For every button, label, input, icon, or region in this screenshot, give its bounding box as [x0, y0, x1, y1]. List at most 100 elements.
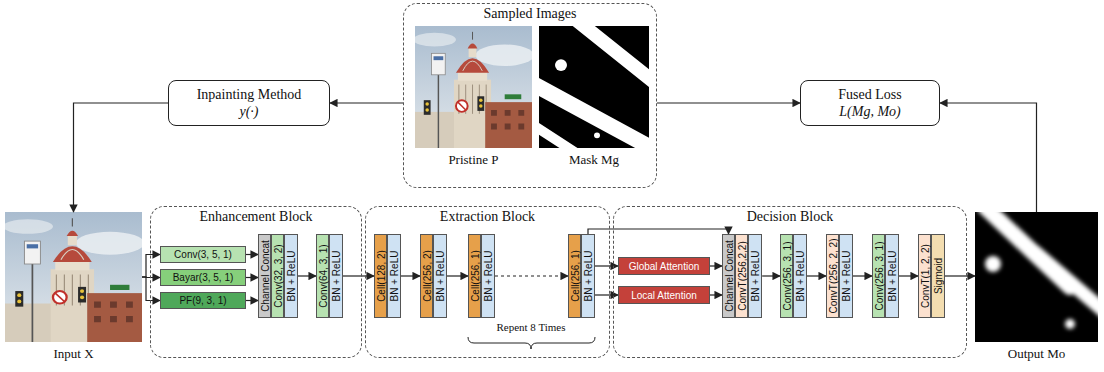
block-title: Extraction Block [366, 209, 609, 225]
node-label: Bayar(3, 5, 1) [173, 272, 234, 283]
node-label: Cell(256, 2) [421, 250, 432, 302]
norm-box: BN + ReLU [748, 234, 762, 318]
connector-arrow [298, 275, 316, 276]
connector-arrow [657, 102, 800, 103]
node-label: BN + ReLU [583, 251, 594, 302]
block-title: Enhancement Block [151, 209, 361, 225]
process-box: Fused LossL(Mg, Mo) [800, 80, 940, 126]
node-label: BN + ReLU [841, 251, 852, 302]
node-label: Channel Concat [723, 240, 734, 312]
node-label: BN + ReLU [331, 251, 342, 302]
conv-box: Conv(256, 3, 1) [872, 234, 885, 318]
connector-arrow [853, 275, 872, 276]
connector-arrow [142, 255, 160, 278]
node-label: Conv(3, 5, 1) [174, 249, 232, 260]
node-label: Conv(64, 3, 1) [317, 244, 328, 307]
node-label: Cell(128, 2) [375, 250, 386, 302]
layer-box: Conv(3, 5, 1) [160, 246, 246, 263]
block-panel: Extraction BlockCell(128, 2)BN + ReLUCel… [365, 206, 610, 358]
attention-box: Global Attention [618, 257, 710, 275]
concat-box: Channel Concat [258, 234, 271, 318]
norm-box: BN + ReLU [581, 234, 595, 318]
node-label: Channel Concat [259, 240, 270, 312]
process-box: Inpainting Methody(·) [168, 80, 330, 126]
node-label: Conv(256, 3, 1) [781, 242, 792, 311]
node-label: PF(9, 3, 1) [179, 295, 226, 306]
connector-arrow [595, 265, 618, 266]
norm-box: BN + ReLU [284, 234, 298, 318]
connector-arrow [495, 275, 568, 276]
node-label: ConvT(1, 2, 2) [919, 244, 930, 308]
node-label: BN + ReLU [435, 251, 446, 302]
deconv-box: ConvT(256, 2, 2) [826, 234, 839, 318]
image-panel: Output Mo [975, 212, 1098, 342]
node-label: Cell(256, 1) [569, 250, 580, 302]
norm-box: BN + ReLU [793, 234, 807, 318]
connector-arrow [246, 277, 258, 278]
node-label: BN + ReLU [795, 251, 806, 302]
node-label: Fused Loss [838, 86, 901, 104]
node-label: y(·) [239, 103, 258, 121]
node-label: Local Attention [631, 290, 697, 301]
node-label: ConvT(256,2,2) [736, 241, 747, 310]
connector-arrow [74, 103, 169, 212]
mask-image [531, 18, 657, 155]
activation-box: Sigmoid [931, 234, 945, 318]
image-caption: Input X [53, 346, 93, 362]
connector-arrow [807, 275, 826, 276]
deconv-box: ConvT(256,2,2) [735, 234, 748, 318]
conv-box: Conv(64, 3, 1) [316, 234, 329, 318]
connector-arrow [401, 275, 420, 276]
cell-box: Cell(256, 1) [568, 234, 581, 318]
norm-box: BN + ReLU [329, 234, 343, 318]
block-title: Decision Block [614, 209, 966, 225]
group-panel: Sampled ImagesPristine PMask Mg [403, 3, 657, 188]
layer-box: Bayar(3, 5, 1) [160, 269, 246, 286]
output-mask [975, 207, 1104, 342]
input-photo [3, 212, 145, 342]
node-label: Inpainting Method [197, 86, 302, 104]
norm-box: BN + ReLU [433, 234, 447, 318]
pristine-photo [413, 26, 534, 148]
cell-box: Cell(256, 2) [420, 234, 433, 318]
note-label: Repent 8 Times [496, 321, 565, 333]
norm-box: BN + ReLU [481, 234, 495, 318]
connector-arrow [142, 277, 160, 301]
concat-box: Channel Concat [722, 234, 735, 318]
connector-arrow [246, 300, 258, 301]
node-label: BN + ReLU [286, 251, 297, 302]
norm-box: BN + ReLU [387, 234, 401, 318]
node-label: Cell(256, 1) [469, 250, 480, 302]
image-caption: Output Mo [1008, 346, 1065, 362]
connector-arrow [246, 254, 258, 255]
block-panel: Enhancement BlockConv(3, 5, 1) Bayar(3, 5… [150, 206, 362, 358]
cell-box: Cell(256, 1) [468, 234, 481, 318]
node-label: L(Mg, Mo) [839, 103, 900, 121]
node-label: BN + ReLU [750, 251, 761, 302]
node-label: BN + ReLU [389, 251, 400, 302]
image-panel: Input X [5, 212, 142, 342]
repeat-bracket [468, 337, 595, 349]
node-label: Sigmoid [933, 258, 944, 294]
connector-arrow [940, 103, 1037, 212]
node-label: ConvT(256, 2, 2) [827, 238, 838, 313]
deconv-box: ConvT(1, 2, 2) [918, 234, 931, 318]
connector-arrow [945, 275, 975, 276]
image-panel: Pristine P [415, 26, 532, 148]
conv-box: Conv(256, 3, 1) [780, 234, 793, 318]
image-panel: Mask Mg [539, 26, 649, 148]
connector-arrow [710, 294, 722, 295]
connector-arrow [447, 275, 468, 276]
conv-box: Conv(32, 3, 2) [271, 234, 284, 318]
connector-arrow [330, 102, 403, 103]
block-panel: Decision BlockGlobal AttentionLocal Atte… [613, 206, 967, 358]
node-label: BN + ReLU [483, 251, 494, 302]
block-title: Sampled Images [404, 6, 656, 22]
node-label: BN + ReLU [887, 251, 898, 302]
connector-arrow [595, 294, 618, 295]
attention-box: Local Attention [618, 286, 710, 304]
node-label: Conv(256, 3, 1) [873, 242, 884, 311]
connector-arrow [343, 275, 374, 276]
norm-box: BN + ReLU [885, 234, 899, 318]
